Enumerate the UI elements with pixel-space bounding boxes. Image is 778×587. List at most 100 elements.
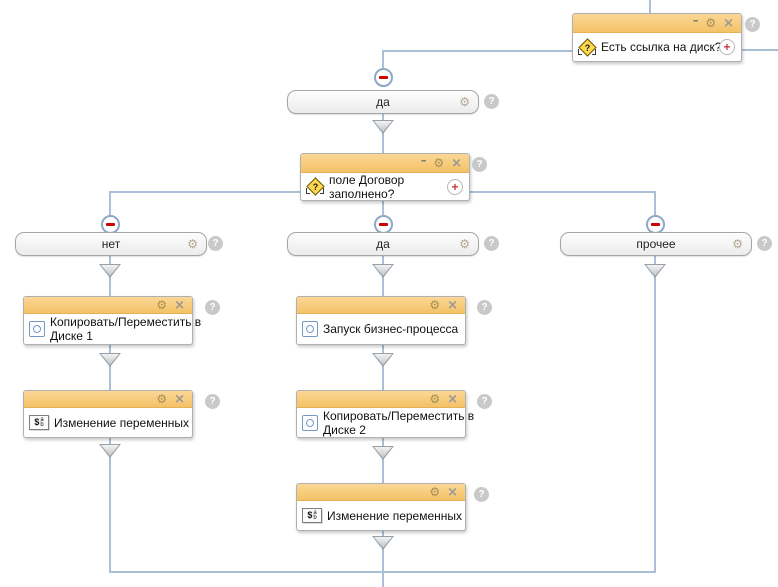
node-header: – ⚙ × [573, 14, 741, 33]
connector-line [109, 438, 111, 573]
help-icon[interactable]: ? [208, 236, 223, 251]
flow-arrow[interactable] [372, 264, 394, 278]
node-header: ⚙ × [24, 391, 192, 408]
node-header: ⚙ × [297, 297, 465, 314]
close-icon[interactable]: × [723, 15, 734, 31]
settings-icon[interactable]: ⚙ [459, 237, 470, 251]
node-header: ⚙ × [297, 484, 465, 501]
branch-label: да [376, 95, 390, 109]
copy-move-icon [302, 414, 318, 431]
activity-node-start-bp[interactable]: ⚙ × Запуск бизнес-процесса [296, 296, 466, 345]
settings-icon[interactable]: ⚙ [429, 392, 441, 406]
help-icon[interactable]: ? [477, 300, 492, 315]
close-icon[interactable]: × [447, 391, 458, 407]
connector-line [742, 49, 778, 51]
flow-arrow[interactable] [644, 264, 666, 278]
branch-label: прочее [636, 237, 676, 251]
settings-icon[interactable]: ⚙ [705, 16, 717, 30]
branch-box-yes-top[interactable]: да ⚙ [287, 90, 479, 114]
node-title: Копировать/Переместить в Диске 2 [323, 408, 475, 437]
close-icon[interactable]: × [447, 297, 458, 313]
node-body: Копировать/Переместить в Диске 2 [297, 408, 474, 437]
node-body: Копировать/Переместить в Диске 1 [24, 314, 201, 344]
start-bp-icon [302, 321, 318, 337]
node-header: ⚙ × [24, 297, 192, 314]
help-icon[interactable]: ? [745, 17, 760, 32]
help-icon[interactable]: ? [484, 236, 499, 251]
connector-line [654, 254, 656, 573]
connector-line [382, 438, 384, 483]
settings-icon[interactable]: ⚙ [156, 392, 168, 406]
close-icon[interactable]: × [447, 484, 458, 500]
activity-node-copy-disk2[interactable]: ⚙ × Копировать/Переместить в Диске 2 [296, 390, 474, 438]
flow-arrow[interactable] [99, 264, 121, 278]
node-header: ⚙ × [297, 391, 465, 408]
connector-line [654, 191, 656, 216]
flow-arrow[interactable] [372, 353, 394, 367]
flow-arrow[interactable] [372, 446, 394, 460]
close-icon[interactable]: × [174, 391, 185, 407]
node-title: Копировать/Переместить в Диске 1 [50, 315, 202, 343]
branch-box-no[interactable]: нет ⚙ [15, 232, 207, 256]
node-body: ? поле Договор заполнено? + [301, 173, 469, 201]
connector-line [382, 531, 384, 573]
connector-line [109, 191, 300, 193]
connector-line [382, 50, 384, 69]
settings-icon[interactable]: ⚙ [187, 237, 198, 251]
node-header: – ⚙ × [301, 154, 469, 173]
connector-line [470, 191, 655, 193]
copy-move-icon [29, 321, 45, 337]
node-title: Изменение переменных [54, 415, 190, 430]
settings-icon[interactable]: ⚙ [732, 237, 743, 251]
condition-icon: ? [578, 37, 597, 57]
connector-line [382, 345, 384, 390]
connector-line [382, 571, 384, 587]
connector-line [382, 201, 384, 216]
flow-arrow[interactable] [372, 120, 394, 134]
connector-line [383, 50, 573, 52]
branch-label: нет [101, 237, 121, 251]
settings-icon[interactable]: ⚙ [433, 156, 445, 170]
minimize-icon[interactable]: – [420, 154, 427, 167]
branch-label: да [376, 237, 390, 251]
close-icon[interactable]: × [451, 155, 462, 171]
settings-icon[interactable]: ⚙ [459, 95, 470, 109]
condition-node-contract-filled[interactable]: – ⚙ × ? поле Договор заполнено? + [300, 153, 470, 201]
add-branch-button[interactable]: + [719, 39, 735, 55]
flow-arrow[interactable] [372, 536, 394, 550]
flow-arrow[interactable] [99, 353, 121, 367]
flow-arrow[interactable] [99, 444, 121, 458]
node-title: Есть ссылка на диск? [601, 40, 722, 54]
add-branch-button[interactable]: + [447, 178, 463, 195]
help-icon[interactable]: ? [474, 487, 489, 502]
node-title: Изменение переменных [327, 508, 463, 523]
help-icon[interactable]: ? [205, 300, 220, 315]
connector-line [109, 345, 111, 390]
help-icon[interactable]: ? [477, 394, 492, 409]
branch-box-yes-mid[interactable]: да ⚙ [287, 232, 479, 256]
close-icon[interactable]: × [174, 297, 185, 313]
node-body: ? Есть ссылка на диск? + [573, 33, 741, 61]
help-icon[interactable]: ? [472, 157, 487, 172]
help-icon[interactable]: ? [205, 394, 220, 409]
connector-line [109, 191, 111, 216]
help-icon[interactable]: ? [484, 94, 499, 109]
minimize-icon[interactable]: – [692, 14, 699, 27]
settings-icon[interactable]: ⚙ [429, 298, 441, 312]
settings-icon[interactable]: ⚙ [156, 298, 168, 312]
help-icon[interactable]: ? [757, 236, 772, 251]
node-body: Запуск бизнес-процесса [297, 314, 465, 344]
node-title: Запуск бизнес-процесса [323, 322, 459, 336]
connector-line [649, 0, 651, 13]
collapse-branch-button[interactable] [374, 68, 393, 87]
settings-icon[interactable]: ⚙ [429, 485, 441, 499]
branch-box-other[interactable]: прочее ⚙ [560, 232, 752, 256]
activity-node-copy-disk1[interactable]: ⚙ × Копировать/Переместить в Диске 1 [23, 296, 201, 345]
condition-node-disk-link[interactable]: – ⚙ × ? Есть ссылка на диск? + [572, 13, 742, 62]
